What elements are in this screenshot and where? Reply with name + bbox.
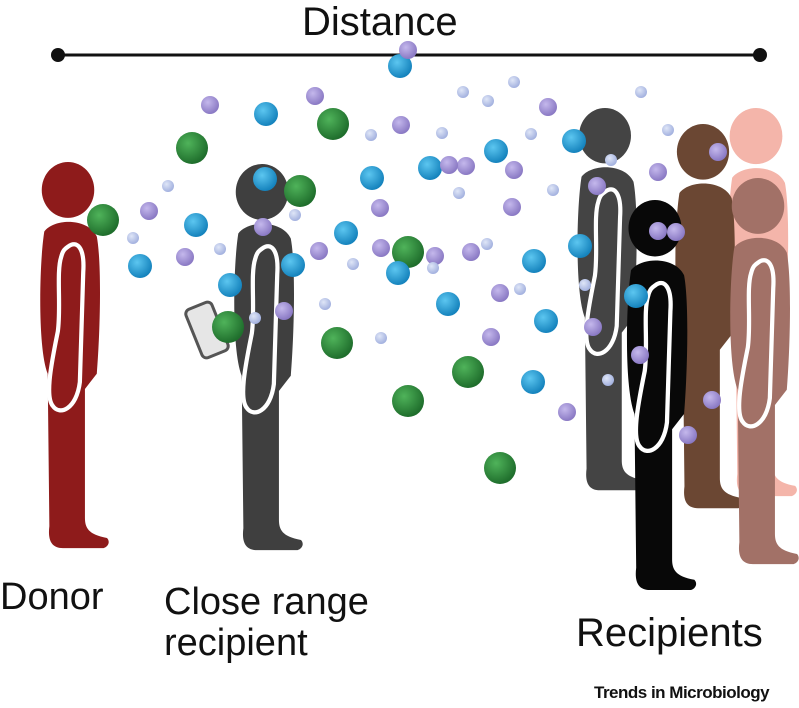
- purple-droplet-icon: [399, 41, 417, 59]
- purple-droplet-icon: [306, 87, 324, 105]
- purple-droplet-icon: [371, 199, 389, 217]
- light-droplet-icon: [319, 298, 331, 310]
- droplets: [87, 41, 727, 484]
- purple-droplet-icon: [426, 247, 444, 265]
- blue-droplet-icon: [522, 249, 546, 273]
- blue-droplet-icon: [484, 139, 508, 163]
- purple-droplet-icon: [505, 161, 523, 179]
- purple-droplet-icon: [584, 318, 602, 336]
- blue-droplet-icon: [184, 213, 208, 237]
- purple-droplet-icon: [649, 222, 667, 240]
- light-droplet-icon: [162, 180, 174, 192]
- blue-droplet-icon: [521, 370, 545, 394]
- blue-droplet-icon: [562, 129, 586, 153]
- purple-droplet-icon: [703, 391, 721, 409]
- light-droplet-icon: [289, 209, 301, 221]
- light-droplet-icon: [662, 124, 674, 136]
- purple-droplet-icon: [140, 202, 158, 220]
- purple-droplet-icon: [539, 98, 557, 116]
- purple-droplet-icon: [310, 242, 328, 260]
- green-droplet-icon: [484, 452, 516, 484]
- close-range-label-line2: recipient: [164, 622, 308, 664]
- light-droplet-icon: [508, 76, 520, 88]
- light-droplet-icon: [547, 184, 559, 196]
- purple-droplet-icon: [275, 302, 293, 320]
- light-droplet-icon: [375, 332, 387, 344]
- blue-droplet-icon: [568, 234, 592, 258]
- light-droplet-icon: [602, 374, 614, 386]
- green-droplet-icon: [284, 175, 316, 207]
- recipients-label: Recipients: [576, 611, 763, 655]
- green-droplet-icon: [212, 311, 244, 343]
- light-droplet-icon: [436, 127, 448, 139]
- light-droplet-icon: [453, 187, 465, 199]
- purple-droplet-icon: [491, 284, 509, 302]
- light-droplet-icon: [635, 86, 647, 98]
- green-droplet-icon: [317, 108, 349, 140]
- light-droplet-icon: [127, 232, 139, 244]
- purple-droplet-icon: [679, 426, 697, 444]
- blue-droplet-icon: [253, 167, 277, 191]
- green-droplet-icon: [452, 356, 484, 388]
- blue-droplet-icon: [534, 309, 558, 333]
- purple-droplet-icon: [709, 143, 727, 161]
- light-droplet-icon: [525, 128, 537, 140]
- purple-droplet-icon: [462, 243, 480, 261]
- blue-droplet-icon: [218, 273, 242, 297]
- green-droplet-icon: [392, 385, 424, 417]
- blue-droplet-icon: [128, 254, 152, 278]
- purple-droplet-icon: [482, 328, 500, 346]
- light-droplet-icon: [605, 154, 617, 166]
- blue-droplet-icon: [418, 156, 442, 180]
- distance-title: Distance: [302, 0, 458, 44]
- close-range-label-line1: Close range: [164, 581, 369, 623]
- light-droplet-icon: [347, 258, 359, 270]
- purple-droplet-icon: [176, 248, 194, 266]
- blue-droplet-icon: [334, 221, 358, 245]
- blue-droplet-icon: [624, 284, 648, 308]
- blue-droplet-icon: [386, 261, 410, 285]
- purple-droplet-icon: [649, 163, 667, 181]
- green-droplet-icon: [392, 236, 424, 268]
- green-droplet-icon: [176, 132, 208, 164]
- purple-droplet-icon: [392, 116, 410, 134]
- light-droplet-icon: [427, 262, 439, 274]
- journal-credit: Trends in Microbiology: [594, 683, 770, 702]
- light-droplet-icon: [365, 129, 377, 141]
- purple-droplet-icon: [457, 157, 475, 175]
- green-droplet-icon: [87, 204, 119, 236]
- purple-droplet-icon: [503, 198, 521, 216]
- blue-droplet-icon: [388, 54, 412, 78]
- blue-droplet-icon: [360, 166, 384, 190]
- light-droplet-icon: [457, 86, 469, 98]
- purple-droplet-icon: [667, 223, 685, 241]
- purple-droplet-icon: [440, 156, 458, 174]
- purple-droplet-icon: [588, 177, 606, 195]
- light-droplet-icon: [482, 95, 494, 107]
- blue-droplet-icon: [281, 253, 305, 277]
- light-droplet-icon: [214, 243, 226, 255]
- light-droplet-icon: [249, 312, 261, 324]
- purple-droplet-icon: [372, 239, 390, 257]
- purple-droplet-icon: [631, 346, 649, 364]
- light-droplet-icon: [579, 279, 591, 291]
- purple-droplet-icon: [558, 403, 576, 421]
- green-droplet-icon: [321, 327, 353, 359]
- blue-droplet-icon: [436, 292, 460, 316]
- purple-droplet-icon: [201, 96, 219, 114]
- light-droplet-icon: [481, 238, 493, 250]
- blue-droplet-icon: [254, 102, 278, 126]
- donor-label: Donor: [0, 576, 104, 618]
- light-droplet-icon: [514, 283, 526, 295]
- purple-droplet-icon: [254, 218, 272, 236]
